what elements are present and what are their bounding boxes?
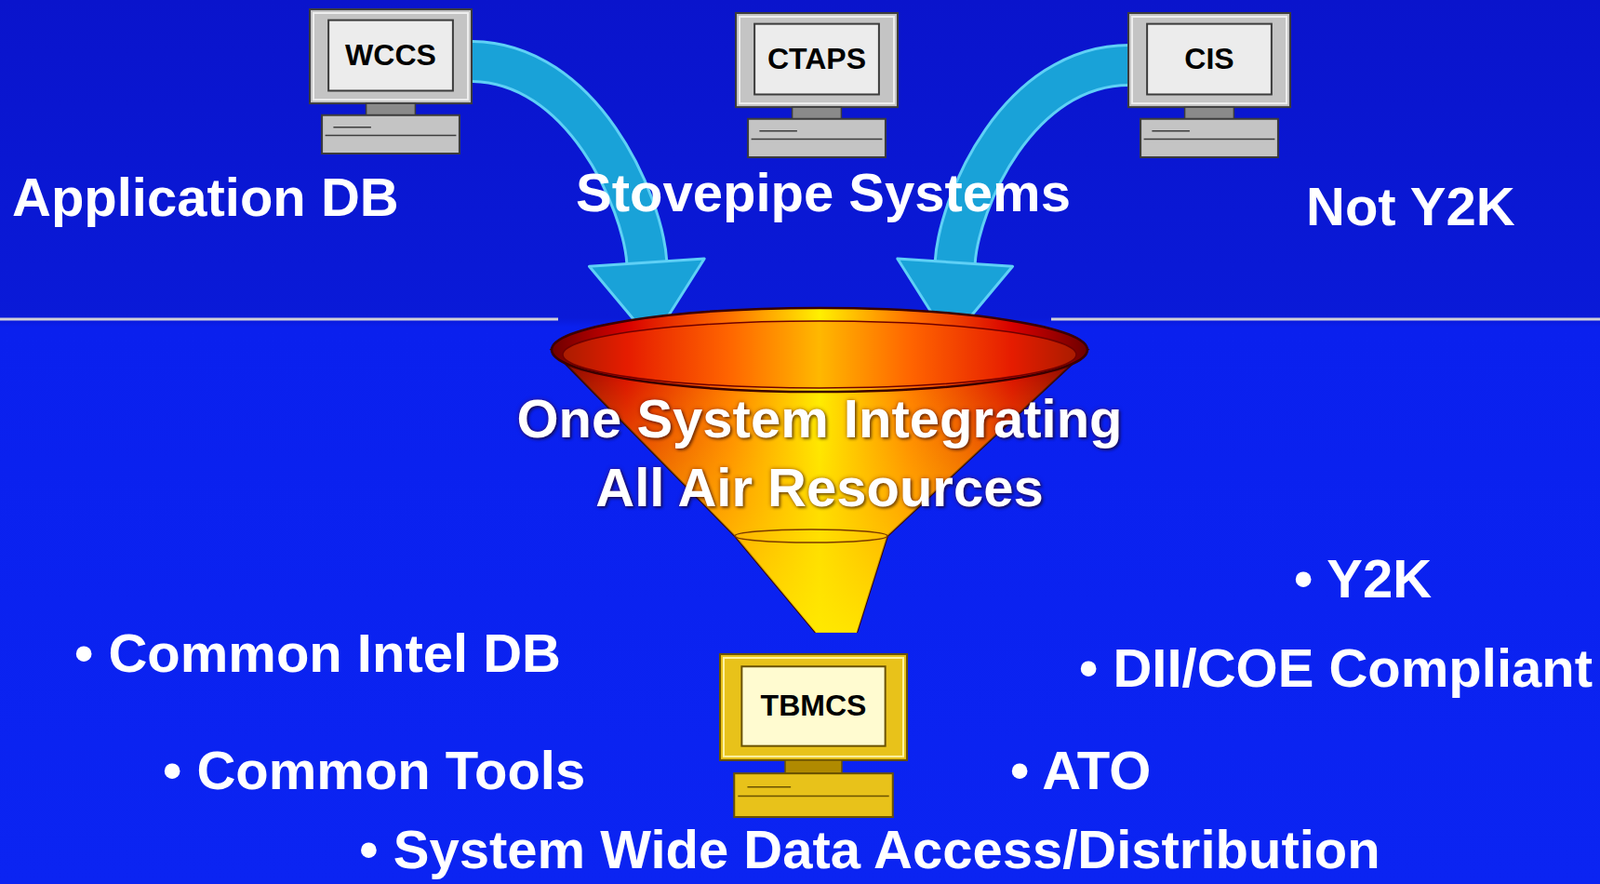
monitor-node: CTAPS [734,12,899,160]
monitor-neck [785,760,842,774]
funnel-mouth [562,320,1077,388]
monitor-screen [754,24,880,95]
feature-bullet: • Common Tools [162,739,586,801]
monitor-screen [741,666,885,746]
monitor-bezel [720,653,907,760]
feature-bullet: • System Wide Data Access/Distribution [359,818,1380,880]
monitor-screen [328,20,454,92]
monitor-icon [719,653,908,819]
system-name: CTAPS [767,41,867,77]
drive-slot [333,126,371,129]
base-line [751,138,883,141]
drive-slot [746,786,791,788]
base-line [737,795,889,798]
note-label: Not Y2K [1306,175,1516,238]
monitor-bezel [309,9,472,104]
monitor-bezel [735,13,898,107]
funnel-node: One System Integrating All Air Resources [466,306,1174,633]
bezel-highlight [313,13,468,100]
divider-line [0,318,559,321]
funnel-rim [551,307,1088,392]
funnel-text: One System Integrating All Air Resources [480,384,1160,522]
monitor-node: WCCS [308,8,473,156]
system-name: WCCS [345,38,437,73]
monitor-icon [308,8,473,156]
bezel-highlight [1132,16,1287,104]
monitor-base [747,119,886,158]
monitor-bezel [1128,13,1291,107]
feature-bullet: • ATO [1010,739,1151,801]
monitor-screen [1146,24,1272,95]
monitor-base [733,773,894,817]
monitor-node: CIS [1127,12,1292,160]
drive-slot [1151,130,1189,133]
monitor-icon [734,12,899,160]
note-label: Application DB [12,166,400,228]
drive-slot [759,130,797,133]
monitor-icon [1127,12,1292,160]
monitor-base [321,115,460,154]
funnel-neck [734,529,888,543]
bezel-highlight [739,16,894,104]
monitor-node: TBMCS [719,653,908,819]
monitor-neck [792,106,842,120]
base-line [1144,138,1276,141]
base-line [325,134,457,137]
monitor-base [1140,119,1279,158]
divider-line [1051,318,1600,321]
feature-bullet: • Y2K [1293,547,1432,610]
feature-bullet: • Common Intel DB [74,622,561,684]
monitor-neck [366,103,416,116]
feature-bullet: • DII/COE Compliant [1079,637,1593,699]
monitor-neck [1185,106,1235,120]
system-name: TBMCS [760,688,867,723]
group-label: Stovepipe Systems [575,161,1071,224]
bezel-highlight [723,657,904,757]
system-name: CIS [1184,41,1234,77]
